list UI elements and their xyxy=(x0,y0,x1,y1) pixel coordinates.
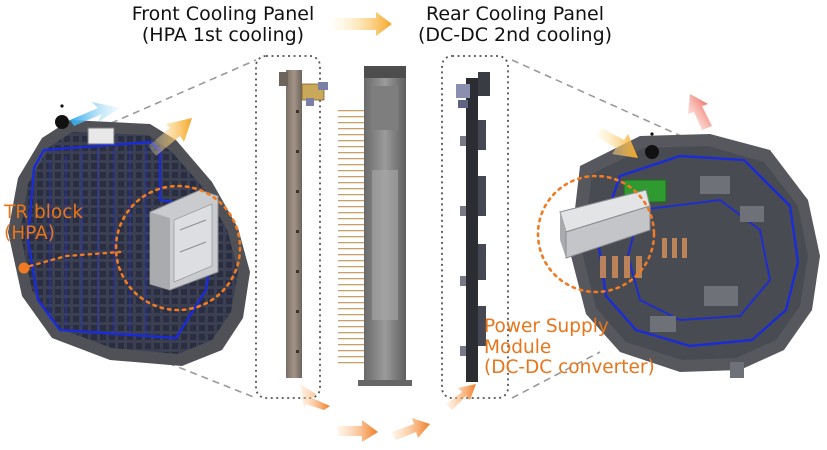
rear-panel-title: Rear Cooling Panel (DC-DC 2nd cooling) xyxy=(398,3,632,47)
heat-sink-fins xyxy=(338,110,364,366)
power-supply-label-line1: Power Supply xyxy=(484,316,609,337)
rear-panel-title-line2: (DC-DC 2nd cooling) xyxy=(417,24,613,47)
power-supply-label-line2: Module xyxy=(484,336,552,358)
dcdc-module xyxy=(559,189,651,259)
tr-block-label: TR block (HPA) xyxy=(4,202,84,244)
tr-block-label-line2: (HPA) xyxy=(4,222,55,244)
tr-block-leader xyxy=(28,250,122,268)
panel-sequence-arrow xyxy=(334,12,392,36)
connector-left-bottom xyxy=(167,362,257,399)
rear-panel-frame xyxy=(441,55,509,399)
tr-module xyxy=(149,189,219,291)
front-panel-title: Front Cooling Panel (HPA 1st cooling) xyxy=(110,3,336,47)
coolant-inlet-arrow xyxy=(70,102,120,126)
highlight-circle-left xyxy=(114,184,242,312)
tr-block-marker xyxy=(18,262,30,274)
coolant-channel-right xyxy=(596,154,800,348)
front-cooling-panel xyxy=(279,70,328,378)
coolant-outlet-arrow xyxy=(688,94,712,130)
flow-arrow-right xyxy=(596,128,638,158)
rear-panel-title-line1: Rear Cooling Panel xyxy=(425,3,604,25)
highlight-circle-right xyxy=(536,174,656,294)
connector-right-bottom xyxy=(511,351,601,399)
connector-left-top xyxy=(99,59,257,129)
connector-lines xyxy=(99,59,691,399)
front-panel-title-line2: (HPA 1st cooling) xyxy=(141,24,305,47)
power-supply-label: Power Supply Module (DC-DC converter) xyxy=(484,316,655,379)
rear-cooling-panel xyxy=(456,72,490,382)
center-chassis xyxy=(338,66,412,386)
bottom-flow-arrows xyxy=(300,384,476,442)
flow-arrow-left xyxy=(148,118,192,156)
tr-block-housing xyxy=(8,104,250,366)
front-panel-frame xyxy=(255,55,321,399)
connector-right-top xyxy=(511,59,691,141)
tr-block-label-line1: TR block xyxy=(4,202,84,223)
front-panel-title-line1: Front Cooling Panel xyxy=(131,3,315,25)
power-supply-label-line3: (DC-DC converter) xyxy=(484,357,655,379)
